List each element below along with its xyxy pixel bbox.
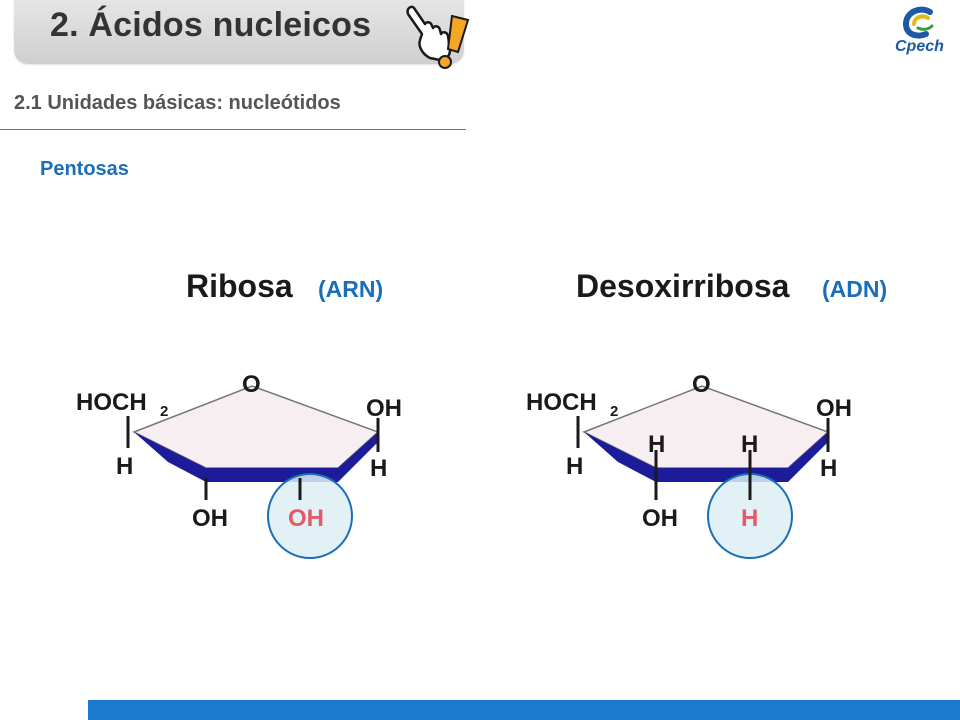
title-tab: 2. Ácidos nucleicos: [14, 0, 464, 64]
pointing-hand-icon: [406, 5, 470, 69]
ribose-title: Ribosa: [186, 268, 293, 304]
atom-sub2: 2: [610, 403, 618, 420]
footer-bar: [88, 700, 960, 720]
atom-oh-right: OH: [816, 395, 852, 422]
atom-h-left: H: [116, 453, 133, 480]
atom-hoch: HOCH: [526, 389, 597, 416]
atom-hoch: HOCH: [76, 389, 147, 416]
highlight-circle: [267, 473, 353, 559]
page-title: 2. Ácidos nucleicos: [50, 6, 372, 44]
atom-o: O: [692, 371, 711, 398]
atom-h-right: H: [370, 455, 387, 482]
atom-oh-highlight: OH: [288, 505, 324, 532]
atom-oh-bottom: OH: [192, 505, 228, 532]
atom-oh-right: OH: [366, 395, 402, 422]
atom-h-highlight: H: [741, 505, 758, 532]
ribose-diagram: O HOCH 2 H OH H OH OH: [76, 371, 402, 559]
ribose-ring-edge: [338, 432, 378, 482]
logo-text: Cpech: [895, 38, 944, 55]
atom-h-left: H: [566, 453, 583, 480]
atom-h-inner1: H: [648, 431, 665, 458]
ribose-ring-edge: [134, 432, 206, 482]
ribose-tag: (ARN): [318, 276, 384, 302]
atom-o: O: [242, 371, 261, 398]
cpech-logo-icon: [902, 6, 934, 39]
deoxyribose-diagram: O HOCH 2 H OH H H H OH H: [526, 371, 852, 559]
deoxyribose-tag: (ADN): [822, 276, 888, 302]
pentosas-label: Pentosas: [40, 158, 129, 180]
deoxyribose-title: Desoxirribosa: [576, 268, 790, 304]
atom-oh-bottom: OH: [642, 505, 678, 532]
atom-sub2: 2: [160, 403, 168, 420]
atom-h-inner2: H: [741, 431, 758, 458]
deoxyribose-ring-edge: [584, 432, 656, 482]
divider: [0, 129, 466, 130]
deoxyribose-ring-edge: [788, 432, 828, 482]
atom-h-right: H: [820, 455, 837, 482]
section-subtitle: 2.1 Unidades básicas: nucleótidos: [14, 92, 341, 114]
